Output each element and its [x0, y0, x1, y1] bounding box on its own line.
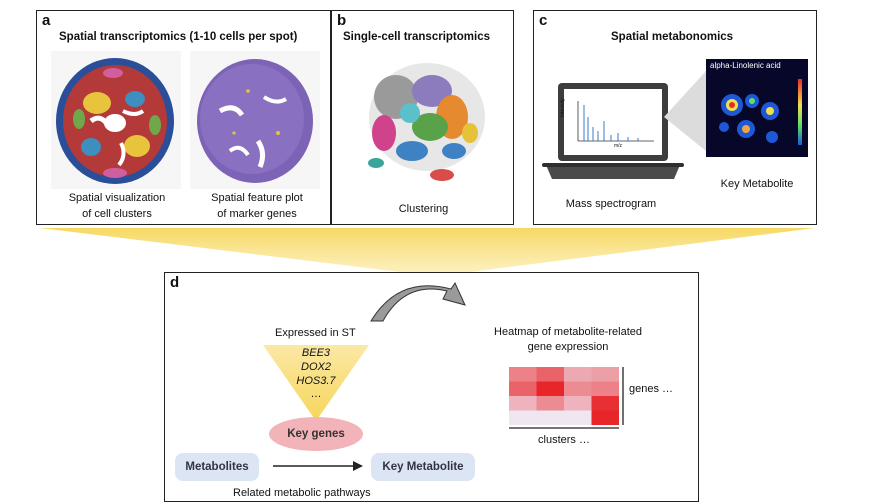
panel-b-label: b	[337, 12, 347, 29]
panel-c: c Spatial metabonomics Intensity m/z Mas…	[533, 10, 817, 225]
spatial-cluster-image	[51, 51, 181, 189]
panel-a-caption-right-line2: of marker genes	[217, 207, 297, 220]
heatmap-cell	[564, 367, 592, 382]
gene-item: DOX2	[301, 360, 331, 373]
right-arrow-icon	[273, 461, 363, 471]
panel-a-caption-right: Spatial feature plot of marker genes	[187, 191, 327, 223]
panel-a-label: a	[42, 12, 51, 29]
heatmap-cell	[509, 396, 537, 411]
feature-plot-image	[190, 51, 320, 189]
heatmap-genes-bracket	[622, 367, 624, 425]
heatmap-cell	[564, 410, 592, 425]
panel-b: b Single-cell transcriptomics Clustering	[331, 10, 514, 225]
heatmap-title: Heatmap of metabolite-related gene expre…	[483, 325, 653, 355]
panel-b-caption: Clustering	[398, 203, 449, 215]
mass-spectrum-plot	[577, 101, 654, 142]
heatmap-cell	[509, 410, 537, 425]
heatmap-cell	[509, 367, 537, 382]
heatmap-cell	[564, 381, 592, 396]
curved-arrow-icon	[370, 281, 466, 322]
panel-a-title: Spatial transcriptomics (1-10 cells per …	[59, 31, 298, 43]
gene-funnel-triangle	[263, 345, 369, 421]
bottom-cut-text: Related metabolic pathways	[233, 487, 371, 499]
gene-list: BEE3 DOX2 HOS3.7 …	[285, 347, 347, 402]
metabolite-image: alpha-Linolenic acid	[706, 59, 808, 157]
heatmap-cell	[591, 381, 619, 396]
heatmap-cell	[509, 381, 537, 396]
heatmap-cell	[591, 396, 619, 411]
heatmap	[509, 367, 619, 425]
laptop-ylabel: Intensity	[560, 98, 566, 117]
heatmap-cell	[536, 396, 564, 411]
gene-item: …	[310, 388, 322, 401]
heatmap-clusters-bracket	[509, 427, 619, 429]
panel-c-image-caption: Key Metabolite	[720, 178, 794, 190]
zoom-wedge	[664, 71, 706, 151]
heatmap-cell	[536, 381, 564, 396]
panel-a-caption-left: Spatial visualization of cell clusters	[47, 191, 187, 223]
key-metabolite-box: Key Metabolite	[371, 453, 475, 481]
heatmap-clusters-label: clusters …	[538, 434, 590, 446]
panel-a-caption-left-line1: Spatial visualization	[68, 192, 166, 204]
panel-c-laptop-caption: Mass spectrogram	[565, 198, 657, 210]
panel-a-caption-left-line2: of cell clusters	[82, 207, 152, 220]
heatmap-cell	[536, 367, 564, 382]
heatmap-cell	[564, 396, 592, 411]
panel-c-label: c	[539, 12, 548, 29]
key-genes-ellipse: Key genes	[269, 417, 363, 451]
metabolites-box: Metabolites	[175, 453, 259, 481]
panel-a-caption-right-line1: Spatial feature plot	[211, 192, 303, 204]
metabolite-image-title: alpha-Linolenic acid	[710, 61, 781, 70]
heatmap-title-line2: gene expression	[527, 340, 609, 353]
expressed-in-st-label: Expressed in ST	[275, 327, 356, 339]
heatmap-cell	[591, 367, 619, 382]
gene-item: HOS3.7	[296, 374, 336, 387]
key-genes-label: Key genes	[287, 428, 345, 440]
panel-c-title: Spatial metabonomics	[611, 31, 734, 43]
panel-d: d Expressed in ST BEE3 DOX2 HOS3.7 … Key…	[164, 272, 699, 502]
panel-d-label: d	[170, 274, 180, 291]
gene-item: BEE3	[301, 347, 331, 359]
panel-b-title: Single-cell transcriptomics	[343, 31, 490, 43]
laptop-icon	[542, 83, 684, 179]
heatmap-title-line1: Heatmap of metabolite-related	[494, 326, 642, 338]
laptop-xlabel: m/z	[614, 143, 623, 149]
panel-a: a Spatial transcriptomics (1-10 cells pe…	[36, 10, 331, 225]
heatmap-cell	[536, 410, 564, 425]
umap-clustering-image	[368, 63, 485, 181]
heatmap-cell	[591, 410, 619, 425]
heatmap-genes-label: genes …	[629, 383, 674, 395]
